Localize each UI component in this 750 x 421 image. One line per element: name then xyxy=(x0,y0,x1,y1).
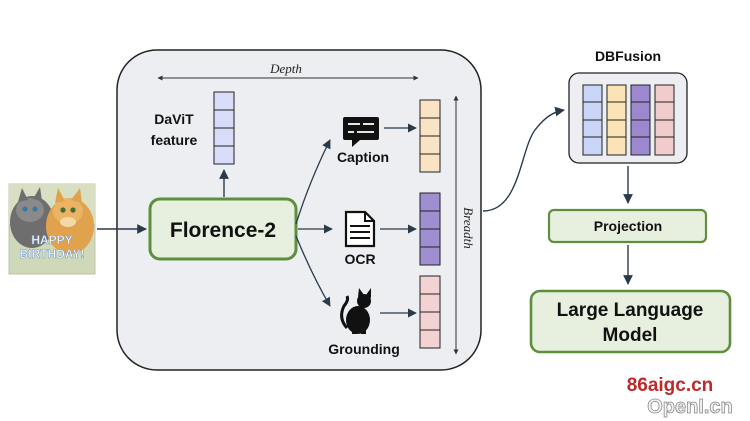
cat-icon xyxy=(340,288,371,334)
florence-to-grounding-arrow xyxy=(295,235,331,307)
grounding-feature-column xyxy=(419,275,441,349)
caption-feature-column xyxy=(419,99,441,173)
panel-to-dbfusion-arrow xyxy=(482,106,565,212)
davit-feature-column xyxy=(213,91,235,165)
projection-label: Projection xyxy=(594,218,662,234)
caption-label: Caption xyxy=(337,149,389,165)
florence-label: Florence-2 xyxy=(170,219,276,242)
florence-to-caption-arrow xyxy=(295,139,331,225)
llm-box xyxy=(529,289,732,354)
dbfusion-columns xyxy=(582,84,675,156)
grounding-label: Grounding xyxy=(328,341,400,357)
davit-label-line2: feature xyxy=(151,132,198,148)
ocr-label: OCR xyxy=(344,251,375,267)
input-image: HAPPY BIRTHDAY! xyxy=(8,183,96,275)
document-icon xyxy=(344,210,376,248)
ocr-feature-column xyxy=(419,192,441,266)
breadth-label: Breadth xyxy=(461,207,476,248)
watermark-86aigc: 86aigc.cn xyxy=(627,375,714,396)
florence-box xyxy=(148,197,298,261)
caption-icon xyxy=(343,117,379,147)
llm-label-line1: Large Language xyxy=(557,300,704,321)
watermark-openi: OpenI.cn xyxy=(647,396,733,418)
davit-label-line1: DaViT xyxy=(154,111,194,127)
image-text-happy: HAPPY xyxy=(31,233,72,247)
depth-label: Depth xyxy=(269,61,302,76)
llm-label-line2: Model xyxy=(603,325,658,346)
dbfusion-label: DBFusion xyxy=(595,48,661,64)
projection-box xyxy=(547,208,708,244)
main-panel xyxy=(116,49,482,371)
image-text-birthday: BIRTHDAY! xyxy=(20,247,85,261)
